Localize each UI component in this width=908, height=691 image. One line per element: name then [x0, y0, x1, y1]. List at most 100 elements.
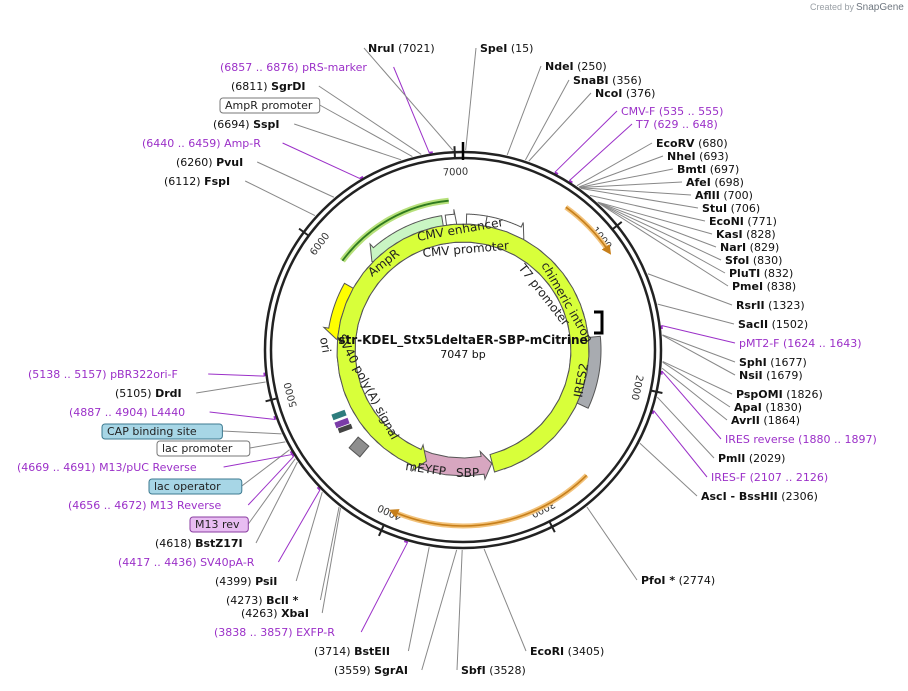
site-label-econi[interactable]: EcoNI (771)	[709, 215, 777, 228]
site-label-text: PspOMI (1826)	[736, 388, 823, 401]
site-label-afei[interactable]: AfeI (698)	[686, 176, 744, 189]
leader-line	[282, 142, 361, 180]
site-label-text: AvrII (1864)	[731, 414, 800, 427]
site-label-sacii[interactable]: SacII (1502)	[738, 318, 808, 331]
site-name: SspI	[253, 118, 279, 131]
feature-label-meyfp[interactable]: mEYFP	[405, 459, 447, 479]
site-label-sspi[interactable]: (6694) SspI	[213, 118, 280, 131]
site-label-text: (6857 .. 6876) pRS-marker	[220, 61, 367, 74]
site-label-t7[interactable]: T7 (629 .. 648)	[635, 118, 718, 131]
site-label-pmei[interactable]: PmeI (838)	[732, 280, 796, 293]
site-label-snabi[interactable]: SnaBI (356)	[573, 74, 642, 87]
primer-mark	[568, 179, 573, 184]
site-label-sphi[interactable]: SphI (1677)	[739, 356, 807, 369]
site-label-text: (5138 .. 5157) pBR322ori-F	[28, 368, 178, 381]
site-label-pbr322ori-f[interactable]: (5138 .. 5157) pBR322ori-F	[28, 368, 178, 381]
site-label-amp-r[interactable]: (6440 .. 6459) Amp-R	[142, 137, 261, 150]
site-label-kasi[interactable]: KasI (828)	[716, 228, 776, 241]
leader-line	[241, 449, 290, 487]
site-label-m13-puc-reverse[interactable]: (4669 .. 4691) M13/pUC Reverse	[17, 461, 197, 474]
site-name: T7	[635, 118, 650, 131]
site-label-asci-bsshii[interactable]: AscI - BssHII (2306)	[701, 490, 818, 503]
site-label-apai[interactable]: ApaI (1830)	[734, 401, 802, 414]
site-label-ndei[interactable]: NdeI (250)	[545, 60, 607, 73]
site-label-drdi[interactable]: (5105) DrdI	[115, 387, 182, 400]
feature-label-ires2[interactable]: IRES2	[571, 362, 591, 399]
site-label-aflii[interactable]: AflII (700)	[695, 189, 753, 202]
site-label-ampr-promoter[interactable]: AmpR promoter	[219, 97, 321, 114]
site-name: PmlI	[718, 452, 745, 465]
primer-mark	[554, 171, 559, 175]
site-label-exfp-r[interactable]: (3838 .. 3857) EXFP-R	[214, 626, 335, 639]
leader-line	[586, 506, 638, 581]
site-label-cmv-f[interactable]: CMV-F (535 .. 555)	[621, 105, 723, 118]
site-label-prs-marker[interactable]: (6857 .. 6876) pRS-marker	[220, 61, 367, 74]
site-label-nsii[interactable]: NsiI (1679)	[739, 369, 803, 382]
site-position: (3838 .. 3857)	[214, 626, 293, 639]
leader-line	[483, 548, 527, 652]
site-name: StuI	[702, 202, 727, 215]
site-label-sv40pa-r[interactable]: (4417 .. 4436) SV40pA-R	[118, 556, 255, 569]
site-label-fspi[interactable]: (6112) FspI	[164, 175, 230, 188]
leader-lines	[196, 47, 736, 671]
site-label-lac-promoter[interactable]: lac promoter	[156, 440, 251, 457]
site-label-sfoi[interactable]: SfoI (830)	[725, 254, 782, 267]
site-label-text: SphI (1677)	[739, 356, 807, 369]
site-label-ecorv[interactable]: EcoRV (680)	[656, 137, 728, 150]
site-label-ecori[interactable]: EcoRI (3405)	[530, 645, 604, 658]
site-position: (6440 .. 6459)	[142, 137, 221, 150]
site-label-pvui[interactable]: (6260) PvuI	[176, 156, 243, 169]
site-label-nrui[interactable]: NruI (7021)	[368, 42, 435, 55]
site-label-spei[interactable]: SpeI (15)	[480, 42, 533, 55]
site-label-sgrdi[interactable]: (6811) SgrDI	[231, 80, 306, 93]
site-label-bstz17i[interactable]: (4618) BstZ17I	[155, 537, 243, 550]
intron-marker	[594, 310, 604, 335]
site-name: AvrII	[731, 414, 760, 427]
site-label-name: CAP binding site	[107, 425, 197, 438]
feature-label-ori[interactable]: ori	[317, 336, 333, 354]
site-label-nhei[interactable]: NheI (693)	[667, 150, 729, 163]
site-position: (1880 .. 1897)	[798, 433, 877, 446]
site-label-stui[interactable]: StuI (706)	[702, 202, 760, 215]
site-label-sgrai[interactable]: (3559) SgrAI	[334, 664, 408, 677]
site-label-psii[interactable]: (4399) PsiI	[215, 575, 277, 588]
site-label-box	[101, 423, 223, 440]
site-label-box	[148, 478, 243, 495]
leader-line	[639, 442, 698, 497]
leader-line	[319, 104, 413, 157]
site-label-pluti[interactable]: PluTI (832)	[729, 267, 793, 280]
site-label-text: SnaBI (356)	[573, 74, 642, 87]
site-label-text: NsiI (1679)	[739, 369, 803, 382]
orf-arc-top-right[interactable]	[565, 206, 612, 255]
site-label-ires-reverse[interactable]: IRES reverse (1880 .. 1897)	[725, 433, 877, 446]
site-label-pmli[interactable]: PmlI (2029)	[718, 452, 785, 465]
site-label-pspomi[interactable]: PspOMI (1826)	[736, 388, 823, 401]
site-label-nari[interactable]: NarI (829)	[720, 241, 779, 254]
orf-arc-bottom[interactable]	[388, 474, 588, 527]
primer-mark	[359, 175, 364, 180]
site-label-m13-rev[interactable]: M13 rev	[189, 516, 249, 533]
leader-line	[247, 458, 296, 525]
leader-line	[597, 201, 717, 248]
site-label-lac-operator[interactable]: lac operator	[148, 478, 243, 495]
site-label-sbfi[interactable]: SbfI (3528)	[461, 664, 526, 677]
feature-label-sbp[interactable]: SBP	[456, 466, 479, 480]
site-label-pmt2-f[interactable]: pMT2-F (1624 .. 1643)	[739, 337, 862, 350]
site-label-m13-reverse[interactable]: (4656 .. 4672) M13 Reverse	[68, 499, 221, 512]
site-label-ires-f[interactable]: IRES-F (2107 .. 2126)	[711, 471, 828, 484]
meyfp-feature[interactable]	[336, 223, 590, 473]
site-label-bsteii[interactable]: (3714) BstEII	[314, 645, 390, 658]
site-label-l4440[interactable]: (4887 .. 4904) L4440	[69, 406, 185, 419]
site-label-cap-binding-site[interactable]: CAP binding site	[101, 423, 223, 440]
site-label-xbai[interactable]: (4263) XbaI	[241, 607, 309, 620]
site-label-rsrii[interactable]: RsrII (1323)	[736, 299, 805, 312]
site-name: EXFP-R	[296, 626, 335, 639]
site-label-text: EcoRI (3405)	[530, 645, 604, 658]
site-label-avrii[interactable]: AvrII (1864)	[731, 414, 800, 427]
ampr-orf-arc[interactable]	[341, 199, 449, 262]
site-position: (2774)	[679, 574, 716, 587]
site-label-ncoi[interactable]: NcoI (376)	[595, 87, 655, 100]
site-label-pfoi[interactable]: PfoI * (2774)	[641, 574, 715, 587]
site-label-bmti[interactable]: BmtI (697)	[677, 163, 739, 176]
site-label-bcli[interactable]: (4273) BclI *	[226, 594, 299, 607]
